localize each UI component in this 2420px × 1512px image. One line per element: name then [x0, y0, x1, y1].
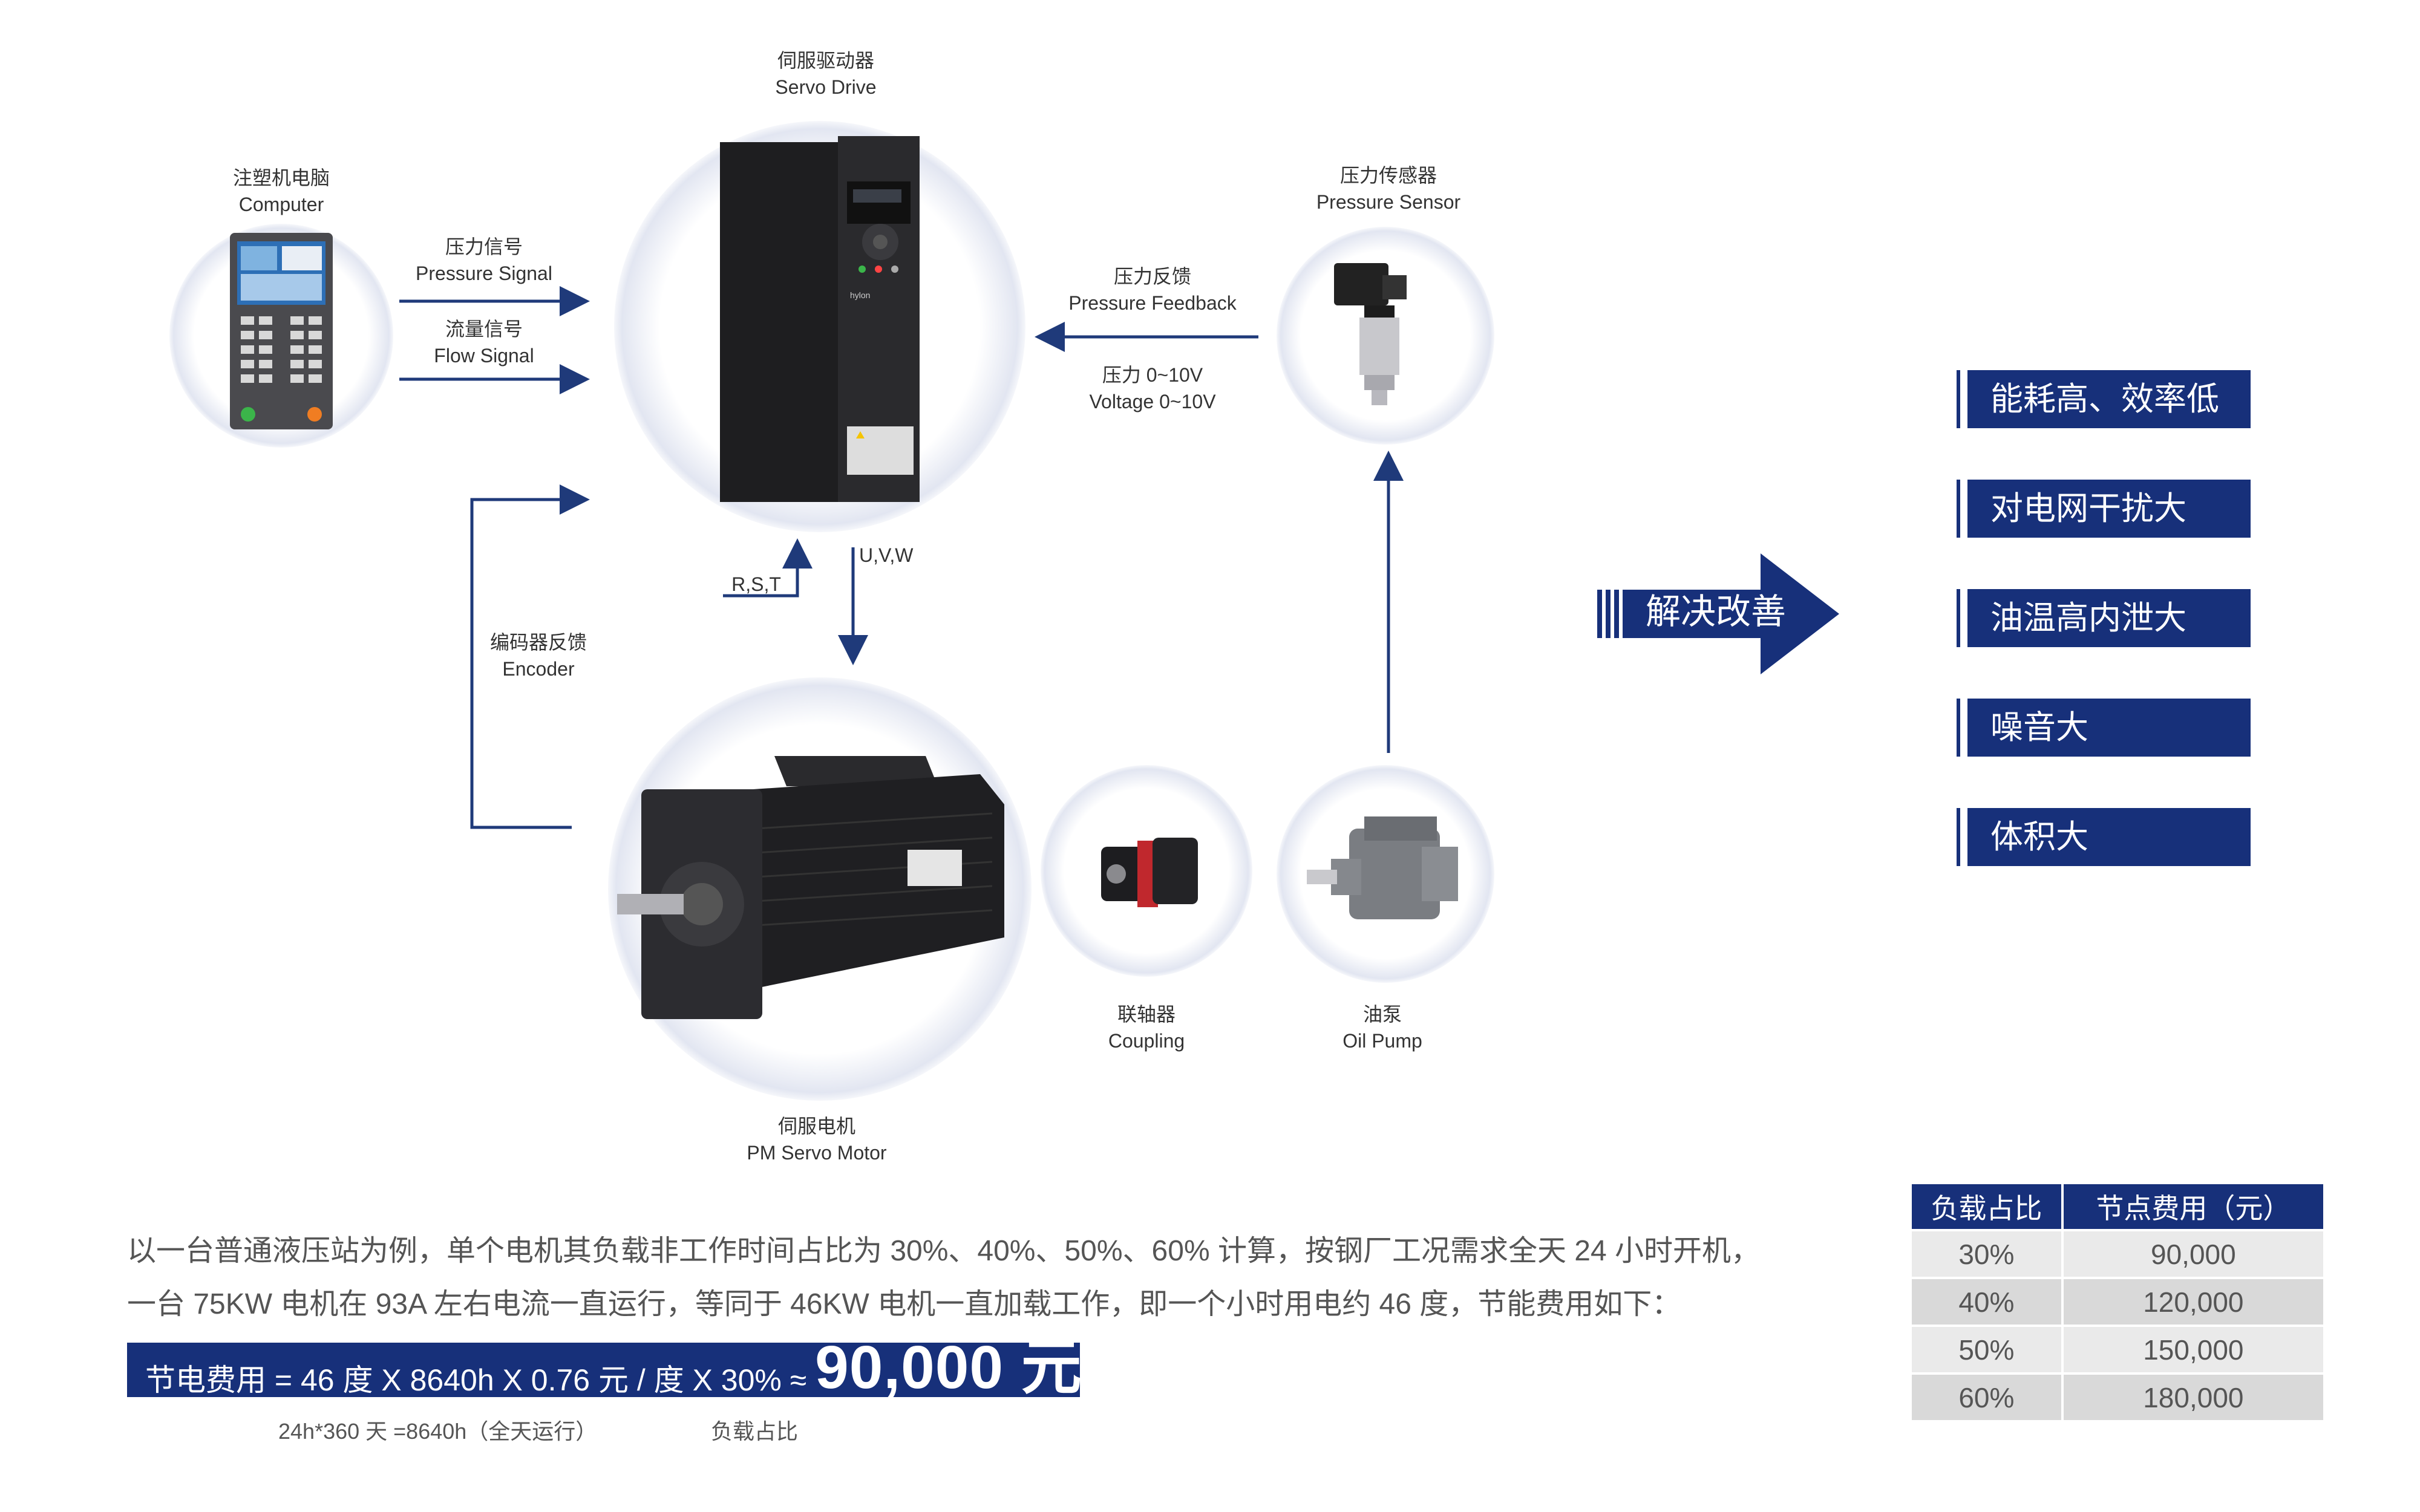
description-line-1: 以一台普通液压站为例，单个电机其负载非工作时间占比为 30%、40%、50%、6… — [127, 1235, 1761, 1267]
description-line-2: 一台 75KW 电机在 93A 左右电流一直运行，等同于 46KW 电机一直加载… — [127, 1288, 1681, 1320]
problem-item: 能耗高、效率低 — [1957, 370, 2251, 428]
formula-result: 90,000 元 — [815, 1334, 1082, 1401]
solve-arrow — [1597, 553, 1839, 674]
table-cell: 50% — [1912, 1325, 2064, 1374]
problem-item: 对电网干扰大 — [1957, 480, 2251, 538]
formula-text: 节电费用 = 46 度 X 8640h X 0.76 元 / 度 X 30% ≈ — [145, 1363, 816, 1397]
uvw-label: U,V,W — [859, 544, 914, 566]
table-row: 50% 150,000 — [1912, 1325, 2323, 1374]
rst-label: R,S,T — [731, 573, 781, 595]
table-header-row: 负载占比 节点费用（元） — [1912, 1184, 2323, 1230]
header-load-ratio: 负载占比 — [1912, 1184, 2064, 1230]
problem-item: 油温高内泄大 — [1957, 589, 2251, 647]
table-cell: 40% — [1912, 1277, 2064, 1326]
table-cell: 30% — [1912, 1229, 2064, 1278]
servo-drive-image: hylon — [720, 136, 920, 502]
header-cost: 节点费用（元） — [2062, 1184, 2323, 1230]
table-cell: 180,000 — [2062, 1372, 2323, 1420]
hours-note: 24h*360 天 =8640h（全天运行） — [278, 1419, 598, 1444]
solve-arrow-label: 解决改善 — [1646, 592, 1787, 631]
table-cell: 120,000 — [2062, 1277, 2323, 1326]
encoder-feedback-line — [470, 484, 590, 829]
pressure-sensor-image — [1334, 263, 1407, 405]
oil-pump-image — [1307, 816, 1458, 919]
table-row: 60% 180,000 — [1912, 1372, 2323, 1420]
load-note: 负载占比 — [711, 1419, 799, 1444]
problem-item: 噪音大 — [1957, 699, 2251, 757]
coupling-image — [1101, 838, 1198, 907]
rst-input-line — [723, 538, 813, 598]
table-cell: 60% — [1912, 1372, 2064, 1420]
problem-list: 能耗高、效率低 对电网干扰大 油温高内泄大 噪音大 体积大 — [1957, 370, 2251, 917]
table-row: 30% 90,000 — [1912, 1229, 2323, 1278]
description-paragraph: 以一台普通液压站为例，单个电机其负载非工作时间占比为 30%、40%、50%、6… — [127, 1225, 1857, 1331]
servo-drive-brand: hylon — [850, 290, 870, 300]
table-cell: 150,000 — [2062, 1325, 2323, 1374]
servo-motor-image — [617, 756, 1004, 1019]
computer-panel-image — [230, 233, 333, 429]
problem-item: 体积大 — [1957, 808, 2251, 866]
table-row: 40% 120,000 — [1912, 1277, 2323, 1326]
savings-formula: 节电费用 = 46 度 X 8640h X 0.76 元 / 度 X 30% ≈… — [127, 1337, 1082, 1398]
cost-table: 负载占比 节点费用（元） 30% 90,000 40% 120,000 50% … — [1912, 1184, 2323, 1420]
table-cell: 90,000 — [2062, 1229, 2323, 1278]
